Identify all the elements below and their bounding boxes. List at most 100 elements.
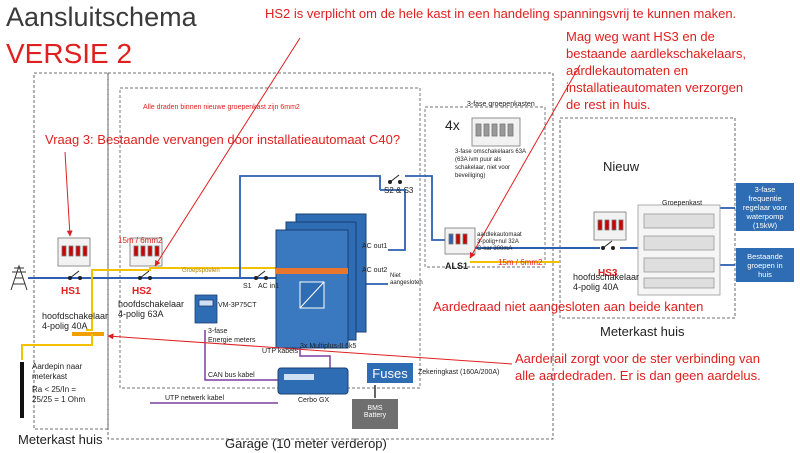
- hs3-comment-line5: de rest in huis.: [566, 97, 651, 112]
- s1-label: S1: [243, 283, 252, 290]
- page-title: Aansluitschema: [6, 2, 197, 32]
- hs3-breaker: [593, 211, 627, 241]
- fuses-box: Fuses: [367, 363, 413, 383]
- nieuw-label: Nieuw: [603, 159, 640, 174]
- cerbo-gx-device: [277, 367, 349, 395]
- warmtepomp-line4: waterpomp: [746, 211, 784, 221]
- hs1-label: HS1: [61, 286, 81, 297]
- hs2-desc-line2: 4-polig 63A: [118, 309, 164, 319]
- energie-line1: 3-fase: [208, 328, 228, 335]
- aarderail-comment-line1: Aarderail zorgt voor de ster verbinding …: [515, 351, 760, 366]
- groepenkasten-label: 3-fase groepenkasten: [467, 101, 535, 108]
- omschakelaar-line2: (63A ivm puur als: [455, 157, 502, 163]
- aardedraad-comment: Aardedraad niet aangesloten aan beide ka…: [433, 299, 704, 314]
- battery-label: Battery: [363, 412, 387, 419]
- meterkast-left-label: Meterkast huis: [18, 432, 103, 447]
- alle-draden-note: Alle draden binnen nieuwe groepenkast zi…: [143, 104, 300, 111]
- switch-hs3-symbol: [601, 240, 615, 250]
- aardepin-line1: Aardepin naar: [32, 362, 83, 371]
- aarderail-comment-line2: alle aardedraden. Er is dan geen aardelu…: [515, 368, 761, 383]
- omschakelaar-line1: 3-fase omschakelaars 63A: [455, 149, 527, 155]
- niet-aangesloten-line1: Niet: [390, 273, 401, 279]
- meterkast-right-boundary: [559, 117, 736, 319]
- hs3-label: HS3: [598, 268, 618, 279]
- aardepin-line2: meterkast: [32, 372, 68, 381]
- multiplus-label: 3x Multiplus-II 6k5: [300, 343, 357, 350]
- aardepin-line3: Ra < 25/In =: [32, 385, 77, 394]
- warmtepomp-line5: (15kW): [752, 220, 778, 230]
- new-groepenkast-boundary: [119, 87, 421, 389]
- hs1-breaker: [57, 237, 91, 267]
- groepenkast-label: Groepenkast: [662, 200, 703, 207]
- hs2-comment: HS2 is verplicht om de hele kast in een …: [265, 6, 737, 21]
- omschakelaar-line4: beveiliging): [455, 173, 486, 179]
- energie-line2: Energie meters: [208, 337, 256, 344]
- hs3-desc-line2: 4-polig 40A: [573, 282, 619, 292]
- garage-label: Garage (10 meter verderop): [225, 436, 387, 451]
- cable-can-bus: [204, 330, 278, 381]
- cable-right-label: 15m / 6mm2: [498, 258, 543, 267]
- bestaande-line2: groepen in: [747, 260, 783, 270]
- aardepin: [20, 362, 24, 418]
- aardlek-line3: C-kar 300mA: [477, 246, 513, 252]
- hs2-label: HS2: [132, 286, 152, 297]
- utp-netwerk-label: UTP netwerk kabel: [165, 395, 225, 402]
- cable-s2s3-top: [405, 175, 447, 241]
- zekeringkast-label: Zekeringkast (160A/200A): [418, 369, 500, 376]
- arrow-hs2-comment: [154, 37, 301, 267]
- hs3-comment-line2: bestaande aardlekschakelaars,: [566, 46, 746, 61]
- omschakelaar-breaker: [471, 117, 521, 147]
- bestaande-groepen-box: Bestaande groepen in huis: [736, 248, 794, 282]
- switch-hs2-symbol: [138, 270, 152, 280]
- meterkast-left-boundary: [33, 72, 109, 430]
- groepenkasten-boundary: [424, 106, 546, 268]
- can-bus-label: CAN bus kabel: [208, 372, 255, 379]
- switch-s1-symbol: [254, 270, 268, 280]
- power-pylon-icon: [10, 264, 28, 291]
- warmtepomp-line3: regelaar voor: [742, 202, 788, 212]
- energie-meter: [194, 294, 218, 324]
- switch-hs1-symbol: [68, 270, 82, 280]
- hs3-comment-line4: installatieautomaten verzorgen: [566, 80, 744, 95]
- als1-breaker: [444, 227, 476, 255]
- vraag3-comment: Vraag 3: Bestaande vervangen door instal…: [45, 132, 401, 147]
- cable-left-label: 15m / 6mm2: [118, 236, 163, 245]
- utp-kabels-label: UTP kabels: [262, 348, 299, 355]
- omschakelaar-line3: schakelaar, niet voor: [455, 165, 511, 171]
- version-label: VERSIE 2: [6, 38, 133, 69]
- cable-yellow-earth: [86, 267, 278, 331]
- cable-ac-in: [239, 175, 381, 278]
- niet-aangesloten-line2: aangesloten: [390, 280, 423, 286]
- bms-label: BMS: [367, 405, 383, 412]
- ac-out1-label: AC out1: [362, 243, 388, 250]
- cable-utp: [299, 345, 331, 372]
- ac-out2-label: AC out2: [362, 267, 388, 274]
- bms-battery: BMS Battery: [352, 399, 398, 429]
- s2s3-label: S2 & S3: [384, 186, 414, 195]
- aardlek-line2: 3-polig+nul 32A: [477, 239, 519, 245]
- warmtepomp-line2: frequentie: [748, 193, 782, 203]
- aardlek-line1: aardlekautomaat: [477, 232, 522, 238]
- hs3-comment-line1: Mag weg want HS3 en de: [566, 29, 715, 44]
- arrow-vraag3: [64, 151, 73, 237]
- ac-in1-label: AC in1: [258, 283, 280, 290]
- cable-s2s3-left: [380, 189, 406, 251]
- aardepin-cable: [21, 334, 93, 360]
- hs3-comment-line3: aardlekautomaten en: [566, 63, 689, 78]
- als1-label: ALS1: [445, 261, 469, 271]
- hs1-desc-line2: 4-polig 40A: [42, 321, 88, 331]
- bestaande-line3: huis: [758, 269, 772, 279]
- arrow-hs3-comment: [469, 64, 581, 259]
- meterkast-right-label: Meterkast huis: [600, 324, 685, 339]
- vm-label: VM-3P75CT: [218, 302, 257, 309]
- hs1-desc-line1: hoofdschakelaar: [42, 311, 109, 321]
- warmtepomp-line1: 3-fase: [754, 184, 776, 194]
- hs3-desc-line1: hoofdschakelaar: [573, 272, 640, 282]
- groepspoelen-label: Groepspoelen: [182, 268, 220, 274]
- multiplus-inverters: [275, 213, 367, 349]
- switch-s2s3-symbol: [388, 174, 402, 184]
- warmtepomp-box: 3-fase frequentie regelaar voor waterpom…: [736, 183, 794, 231]
- bestaande-line1: Bestaande: [747, 251, 783, 261]
